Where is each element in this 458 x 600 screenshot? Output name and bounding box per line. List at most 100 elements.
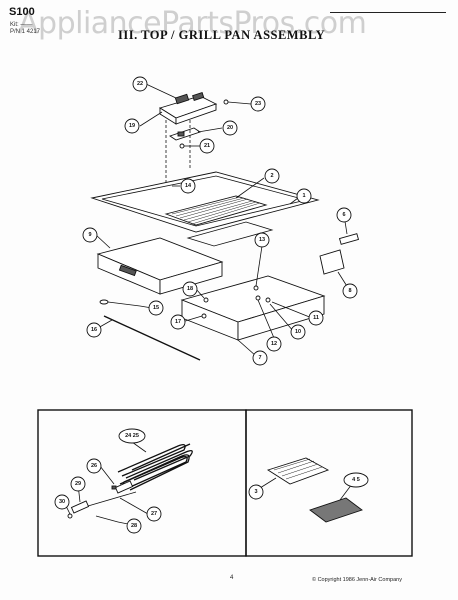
svg-text:15: 15 xyxy=(153,305,159,311)
svg-text:19: 19 xyxy=(129,123,135,129)
part-22-clip-b xyxy=(192,91,205,101)
callout-1: 1 xyxy=(296,188,312,204)
part-20-slot xyxy=(177,131,185,137)
part-17-screw xyxy=(201,313,207,319)
callout-16: 16 xyxy=(86,322,102,338)
part-13-screw xyxy=(253,285,259,291)
callout-23: 23 xyxy=(250,96,266,112)
part-2-grate xyxy=(164,195,268,226)
copyright-notice: © Copyright 1986 Jenn-Air Company xyxy=(312,577,402,583)
callout-29: 29 xyxy=(70,476,86,492)
callout-12: 12 xyxy=(266,336,282,352)
part-6-bracket xyxy=(338,233,360,245)
callout-27: 27 xyxy=(146,506,162,522)
part-1-opening xyxy=(186,221,274,247)
lower-leader-lines xyxy=(63,441,353,525)
page-number: 4 xyxy=(230,575,234,581)
svg-text:18: 18 xyxy=(187,286,193,292)
svg-text:16: 16 xyxy=(91,327,97,333)
bracket-assembly xyxy=(158,91,229,189)
callout-3: 3 xyxy=(248,484,264,500)
top-frame-assembly xyxy=(90,171,320,247)
grate-and-cover xyxy=(266,457,363,523)
svg-text:13: 13 xyxy=(259,237,265,243)
part-20-bracket xyxy=(168,127,202,141)
part-16-rod xyxy=(103,315,201,361)
part-8-bracket xyxy=(319,249,345,275)
part-3-grate xyxy=(266,457,330,485)
callout-30: 30 xyxy=(54,494,70,510)
part-29-connector xyxy=(70,500,90,514)
header-rule xyxy=(330,12,446,13)
callout-24-25: 24 25 xyxy=(118,428,146,444)
part-7-pan-side xyxy=(237,295,325,341)
part-21-screw xyxy=(179,143,185,149)
svg-text:9: 9 xyxy=(88,232,91,238)
inset-box-right xyxy=(245,409,413,557)
svg-text:1: 1 xyxy=(302,193,305,199)
side-brackets xyxy=(319,233,360,275)
callout-6: 6 xyxy=(336,207,352,223)
svg-text:6: 6 xyxy=(342,212,345,218)
part-15-pin-head xyxy=(99,299,109,305)
part-28-wire xyxy=(95,515,119,523)
svg-text:10: 10 xyxy=(295,329,301,335)
svg-text:21: 21 xyxy=(204,143,210,149)
callout-9: 9 xyxy=(82,227,98,243)
part-19-bracket-front xyxy=(175,103,217,125)
part-30-screw xyxy=(67,513,73,519)
svg-text:20: 20 xyxy=(227,125,233,131)
callout-10: 10 xyxy=(290,324,306,340)
callout-19: 19 xyxy=(124,118,140,134)
part-2-grate-hatch xyxy=(171,196,261,225)
svg-text:12: 12 xyxy=(271,341,277,347)
svg-text:27: 27 xyxy=(151,511,157,517)
kit-info: Kit: —— P/N 1 4217 xyxy=(10,22,40,36)
heating-element xyxy=(67,443,193,523)
kit-line: Kit: —— xyxy=(10,22,33,28)
callout-14: 14 xyxy=(180,178,196,194)
svg-text:22: 22 xyxy=(137,81,143,87)
part-9-pan-side xyxy=(159,261,223,295)
svg-text:28: 28 xyxy=(131,523,137,529)
part-18-screw xyxy=(203,297,209,303)
callout-21: 21 xyxy=(199,138,215,154)
rod-parts xyxy=(99,299,201,361)
watermark-text: AppliancePartsPros.com xyxy=(18,6,367,41)
svg-text:2: 2 xyxy=(270,173,273,179)
callout-8: 8 xyxy=(342,283,358,299)
svg-text:4 5: 4 5 xyxy=(352,477,360,483)
part-27-wire xyxy=(87,491,137,507)
svg-text:3: 3 xyxy=(254,489,257,495)
leader-lines xyxy=(95,83,351,357)
part-4-5-cover xyxy=(309,497,363,523)
svg-text:24 25: 24 25 xyxy=(125,433,139,439)
svg-text:23: 23 xyxy=(255,101,261,107)
svg-text:30: 30 xyxy=(59,499,65,505)
callout-11: 11 xyxy=(308,310,324,326)
callout-13: 13 xyxy=(254,232,270,248)
svg-text:7: 7 xyxy=(258,355,261,361)
part-26-terminal-block xyxy=(114,480,134,494)
svg-text:8: 8 xyxy=(348,288,351,294)
svg-text:26: 26 xyxy=(91,463,97,469)
diagram-title: III. TOP / GRILL PAN ASSEMBLY xyxy=(118,28,326,42)
svg-text:29: 29 xyxy=(75,481,81,487)
part-3-grate-hatch xyxy=(273,458,323,480)
callout-26: 26 xyxy=(86,458,102,474)
part-number-line: P/N 1 4217 xyxy=(10,29,41,35)
callout-20: 20 xyxy=(222,120,238,136)
callout-2: 2 xyxy=(264,168,280,184)
callout-28: 28 xyxy=(126,518,142,534)
svg-text:14: 14 xyxy=(185,183,192,189)
part-26-terminal xyxy=(111,485,117,490)
callout-18: 18 xyxy=(182,281,198,297)
part-10-fastener xyxy=(265,297,271,303)
callout-22: 22 xyxy=(132,76,148,92)
callout-17: 17 xyxy=(170,314,186,330)
model-number: S100 xyxy=(9,6,35,18)
callout-4-5: 4 5 xyxy=(343,472,369,488)
svg-text:17: 17 xyxy=(175,319,181,325)
part-23-screw xyxy=(223,99,229,105)
